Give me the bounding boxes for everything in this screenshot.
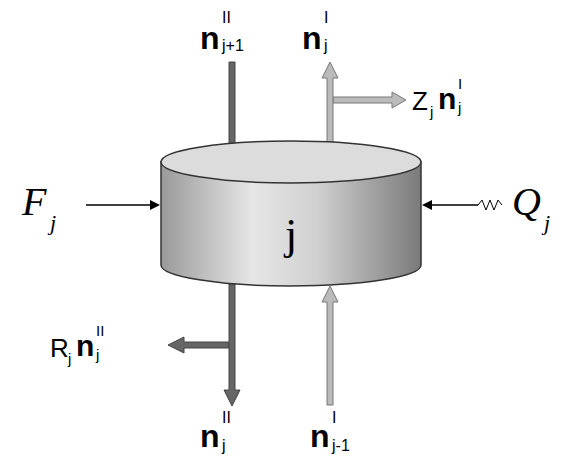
index-symbol: I: [332, 410, 336, 426]
index-symbol: j: [96, 347, 99, 362]
stage-cylinder: j: [160, 140, 422, 290]
index-symbol: j+1: [222, 38, 244, 54]
math-symbol: n: [438, 84, 456, 114]
index-symbol: I: [458, 76, 462, 91]
stage-index: j: [285, 213, 297, 257]
side-draw-arrow: [333, 92, 406, 108]
math-symbol: n: [200, 22, 220, 54]
index-symbol: j: [430, 104, 433, 119]
heat-arrow: [431, 204, 478, 206]
math-symbol: F: [22, 182, 46, 222]
arrow-head: [150, 200, 160, 210]
index-symbol: j: [68, 351, 71, 366]
math-symbol: n: [310, 420, 330, 452]
arrow-head: [422, 200, 432, 210]
math-symbol: n: [76, 331, 94, 361]
math-symbol: n: [302, 22, 322, 54]
index-symbol: j: [222, 438, 226, 454]
math-symbol: Q: [512, 182, 541, 222]
index-symbol: I: [324, 10, 328, 26]
index-symbol: j: [458, 100, 461, 115]
math-symbol: Z: [412, 88, 428, 114]
feed-arrow: [86, 204, 151, 206]
index-symbol: j-1: [332, 438, 350, 454]
math-symbol: j: [50, 212, 56, 234]
cylinder-top: [161, 141, 421, 183]
index-symbol: II: [222, 10, 231, 26]
vapour-inflow-arrow: [322, 286, 338, 405]
math-symbol: R: [50, 335, 69, 361]
index-symbol: II: [96, 323, 104, 338]
side-draw-arrow: [168, 337, 229, 353]
heat-symbol: [478, 200, 502, 210]
liquid-outflow-arrow: [224, 284, 240, 406]
index-symbol: II: [222, 410, 231, 426]
index-symbol: j: [324, 38, 328, 54]
math-symbol: j: [544, 212, 550, 234]
math-symbol: n: [200, 420, 220, 452]
